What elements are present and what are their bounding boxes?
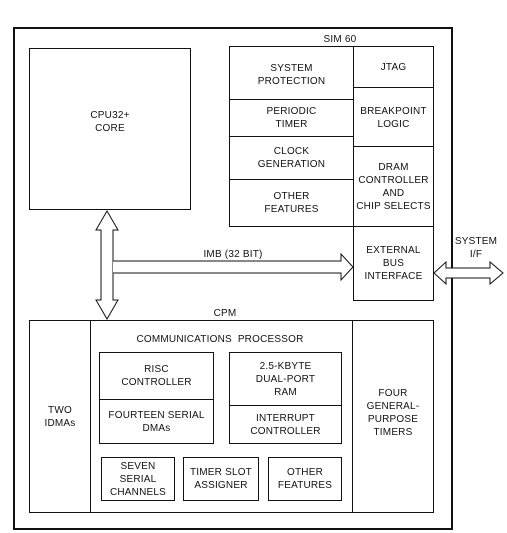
cpu-core-block (29, 48, 191, 210)
external-bus-interface-block (353, 226, 434, 301)
risc-controller-label: RISC CONTROLLER (121, 364, 192, 388)
system-if-double-arrow (433, 260, 504, 286)
timer-slot-assigner-block (183, 457, 259, 501)
external-bus-interface-label: EXTERNAL BUS INTERFACE (364, 245, 423, 282)
cpm-title: CPM (213, 307, 237, 319)
timer-slot-assigner-label: TIMER SLOT ASSIGNER (189, 467, 252, 491)
other-features-cpm-label: OTHER FEATURES (277, 467, 333, 491)
system-protection-label: SYSTEM PROTECTION (257, 63, 326, 87)
jtag-label: JTAG (380, 61, 407, 73)
interrupt-controller-label: INTERRUPT CONTROLLER (250, 412, 321, 437)
dual-port-ram-label: 2.5-KBYTE DUAL-PORT RAM (255, 360, 316, 398)
four-timers-label: FOUR GENERAL- PURPOSE TIMERS (366, 387, 420, 438)
seven-serial-channels-label: SEVEN SERIAL CHANNELS (109, 460, 167, 498)
cpu-cpm-double-arrow (95, 210, 119, 320)
imb-label: IMB (32 BIT) (203, 248, 263, 260)
communications-processor-label: COMMUNICATIONS PROCESSOR (136, 333, 304, 345)
breakpoint-logic-label: BREAKPOINT LOGIC (360, 106, 427, 130)
two-idmas-block (29, 320, 91, 513)
four-timers-block (352, 320, 434, 513)
seven-serial-channels-block (101, 457, 175, 501)
other-features-sim-label: OTHER FEATURES (264, 191, 319, 215)
cpu-core-label: CPU32+ CORE (90, 110, 130, 134)
system-if-label: SYSTEM I/F (454, 236, 498, 260)
fourteen-serial-dmas-block (99, 399, 214, 444)
interrupt-controller-block (229, 405, 342, 444)
fourteen-serial-dmas-label: FOURTEEN SERIAL DMAs (108, 409, 205, 434)
imb-bus-arrow (113, 252, 354, 282)
sim-title: SIM 60 (323, 33, 357, 45)
periodic-timer-label: PERIODIC TIMER (266, 106, 317, 130)
dram-controller-label: DRAM CONTROLLER AND CHIP SELECTS (356, 161, 431, 212)
other-features-cpm-block (268, 457, 342, 501)
clock-generation-label: CLOCK GENERATION (257, 146, 326, 170)
two-idmas-label: TWO IDMAs (44, 404, 76, 429)
